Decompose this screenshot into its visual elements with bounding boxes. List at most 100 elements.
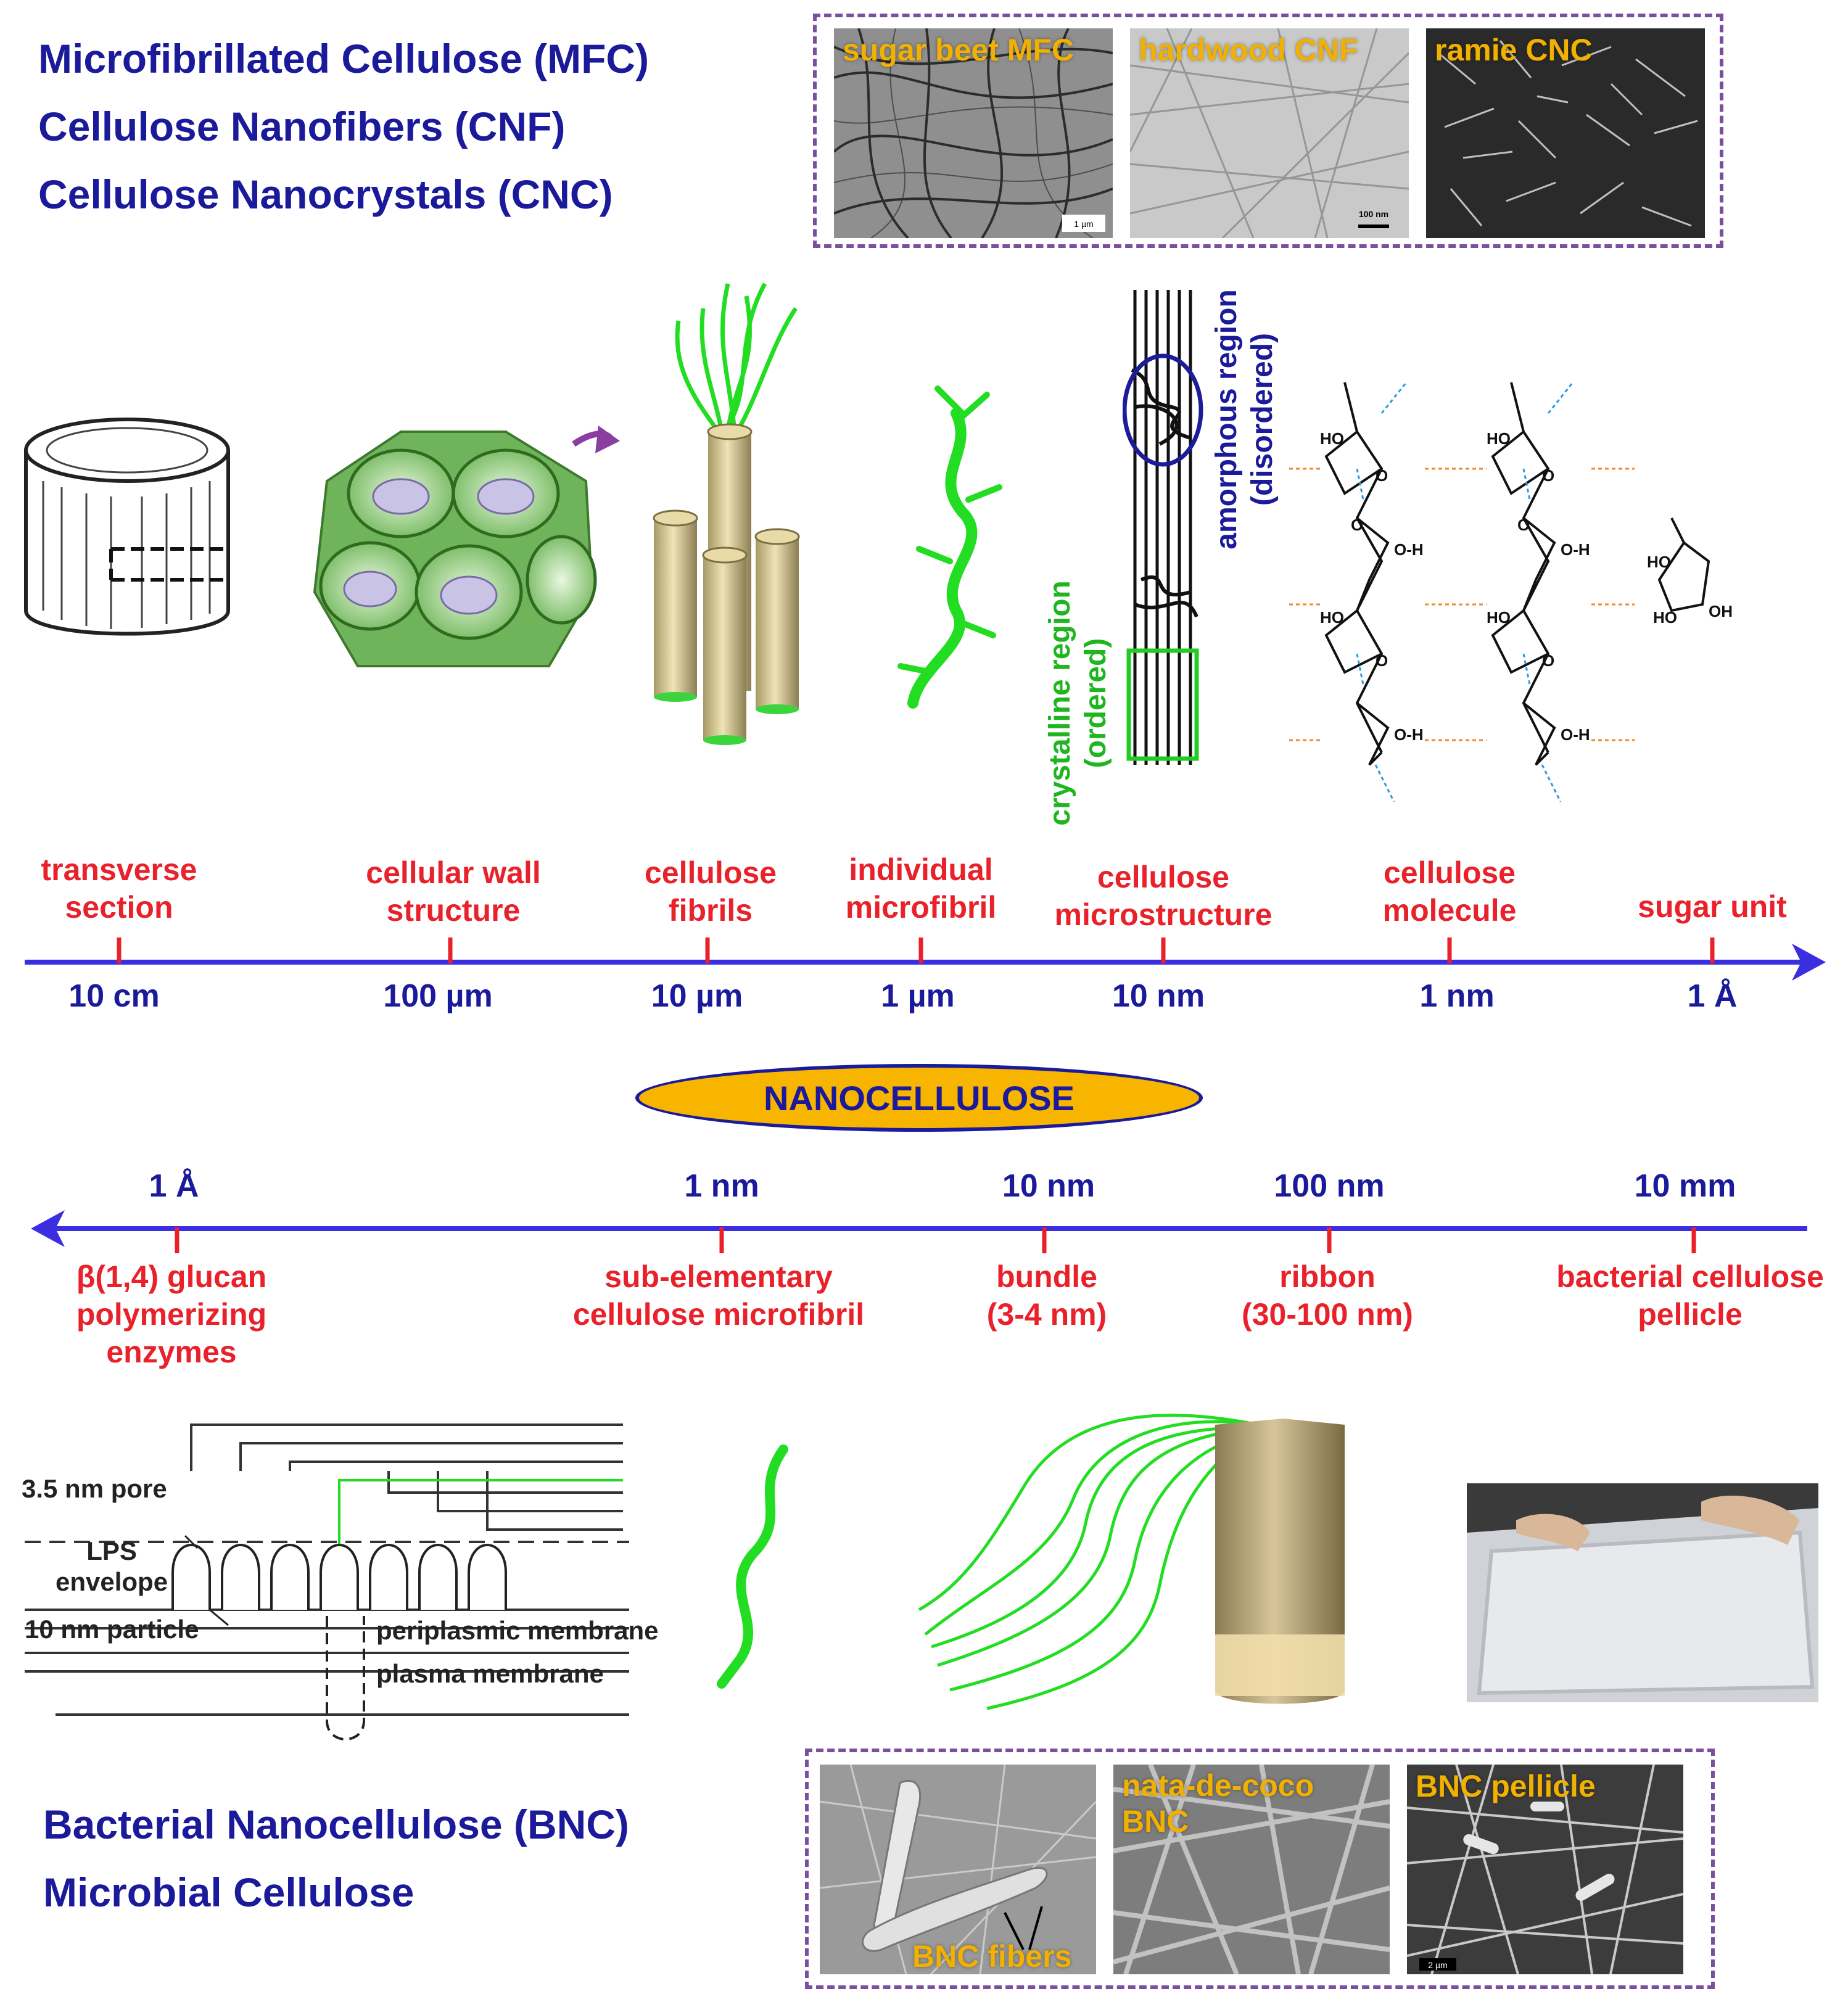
nata-de-coco-fibers-image <box>1113 1765 1390 1974</box>
label-line: cellulose <box>1384 855 1516 890</box>
svg-text:HO: HO <box>1647 553 1671 571</box>
svg-text:HO: HO <box>1487 429 1511 448</box>
scale-value: 10 nm <box>1112 978 1205 1014</box>
scale-value: 100 nm <box>1274 1168 1385 1204</box>
scale-value: 1 nm <box>684 1168 759 1204</box>
amorphous-line-1: amorphous region <box>1210 289 1243 550</box>
svg-text:O-H: O-H <box>1394 725 1424 744</box>
label-line: microfibril <box>845 890 997 925</box>
scale-value: 1 µm <box>881 978 955 1014</box>
svg-text:O-H: O-H <box>1394 540 1424 559</box>
label-line: nata-de-coco <box>1122 1768 1314 1803</box>
heading-microbial-cellulose: Microbial Cellulose <box>43 1869 415 1915</box>
label-line: microstructure <box>1054 897 1273 932</box>
label-line: BNC <box>1122 1803 1189 1839</box>
amorphous-region-outline <box>1123 353 1203 467</box>
pellicle-scale-bar: 2 µm <box>1428 1960 1447 1970</box>
axis-arrowhead <box>31 1210 65 1247</box>
label-pore: 3.5 nm pore <box>22 1474 167 1503</box>
micrograph-label: hardwood CNF <box>1139 33 1358 67</box>
micrograph-label: BNC fibers <box>912 1939 1072 1974</box>
cnf-scale-bar: 100 nm <box>1359 209 1388 219</box>
svg-text:O-H: O-H <box>1561 540 1590 559</box>
label-line: polymerizing <box>76 1297 267 1332</box>
label-line: structure <box>386 893 521 928</box>
label-line: sugar unit <box>1638 889 1787 924</box>
membrane-schematic <box>25 1423 629 1741</box>
svg-text:OH: OH <box>1709 602 1733 620</box>
micrograph-bnc-fibers: BNC fibers <box>820 1765 1096 1974</box>
crystalline-line-1: crystalline region <box>1044 580 1076 826</box>
label-line: bacterial cellulose <box>1556 1259 1824 1294</box>
cnc-crystals-image <box>1426 28 1705 238</box>
svg-text:O: O <box>1517 516 1530 534</box>
label-10nm-particle: 10 nm particle <box>25 1615 199 1644</box>
scale-value: 10 nm <box>1002 1168 1095 1204</box>
svg-text:HO: HO <box>1653 608 1677 627</box>
micrograph-label: sugar beet MFC <box>843 33 1075 67</box>
individual-microfibril-illustration <box>897 385 1002 709</box>
micrograph-label: BNC pellicle <box>1416 1769 1596 1803</box>
label-line: envelope <box>56 1567 168 1597</box>
label-line: cellulose <box>645 855 777 890</box>
heading-cnf: Cellulose Nanofibers (CNF) <box>38 104 566 149</box>
label-line: molecule <box>1382 893 1517 928</box>
cellular-wall-illustration <box>313 426 620 667</box>
badge-label: NANOCELLULOSE <box>764 1078 1075 1118</box>
micrograph-bnc-pellicle: 2 µm BNC pellicle <box>1407 1765 1683 1974</box>
label-line: cellulose microfibril <box>572 1297 865 1332</box>
micrograph-hardwood-cnf: 100 nm hardwood CNF <box>1130 28 1409 238</box>
label-line: enzymes <box>106 1335 237 1369</box>
label-line: section <box>65 890 173 925</box>
svg-text:HO: HO <box>1487 608 1511 627</box>
bnc-bacteria-image <box>820 1765 1096 1974</box>
cellulose-fibrils-illustration <box>653 282 800 745</box>
heading-cnc: Cellulose Nanocrystals (CNC) <box>38 171 613 217</box>
mfc-fibers-image: 1 µm <box>834 28 1113 238</box>
svg-text:O: O <box>1376 466 1388 485</box>
scale-value: 10 µm <box>651 978 743 1014</box>
label-line: cellular wall <box>366 855 541 890</box>
svg-text:O-H: O-H <box>1561 725 1590 744</box>
cellulose-microstructure-illustration <box>1123 290 1203 765</box>
bnc-pellicle-image: 2 µm <box>1407 1765 1683 1974</box>
scale-label-bundle: bundle(3-4 nm) <box>987 1258 1107 1333</box>
bottom-scale-axis <box>31 1210 1807 1253</box>
svg-text:O: O <box>1376 651 1388 670</box>
scale-label-ribbon: ribbon(30-100 nm) <box>1242 1258 1413 1333</box>
label-plasma-membrane: plasma membrane <box>376 1659 604 1688</box>
crystalline-region-label: crystalline region (ordered) <box>1042 543 1129 863</box>
svg-text:O: O <box>1351 516 1363 534</box>
heading-mfc: Microfibrillated Cellulose (MFC) <box>38 36 650 81</box>
label-line: pellicle <box>1638 1297 1743 1332</box>
top-micrograph-panel: 1 µm sugar beet MFC 100 nm hardwood CNF <box>813 14 1723 248</box>
label-line: sub-elementary <box>604 1259 833 1294</box>
label-line: (3-4 nm) <box>986 1297 1107 1332</box>
top-scale-axis <box>25 937 1826 981</box>
label-line: bundle <box>996 1259 1097 1294</box>
label-line: transverse <box>41 852 197 887</box>
mfc-scale-bar: 1 µm <box>1074 219 1093 229</box>
label-line: cellulose <box>1097 860 1229 894</box>
label-line: fibrils <box>668 893 753 928</box>
svg-text:HO: HO <box>1320 429 1344 448</box>
label-line: ribbon <box>1279 1259 1376 1294</box>
label-line: β(1,4) glucan <box>76 1259 267 1294</box>
micrograph-sugar-beet-mfc: 1 µm sugar beet MFC <box>834 28 1113 238</box>
bundle-ribbon-illustration <box>918 1414 1345 1710</box>
scale-value: 1 nm <box>1419 978 1495 1014</box>
cnf-fibers-image: 100 nm <box>1130 28 1409 238</box>
label-line: individual <box>849 852 993 887</box>
micrograph-label: ramie CNC <box>1435 33 1593 67</box>
